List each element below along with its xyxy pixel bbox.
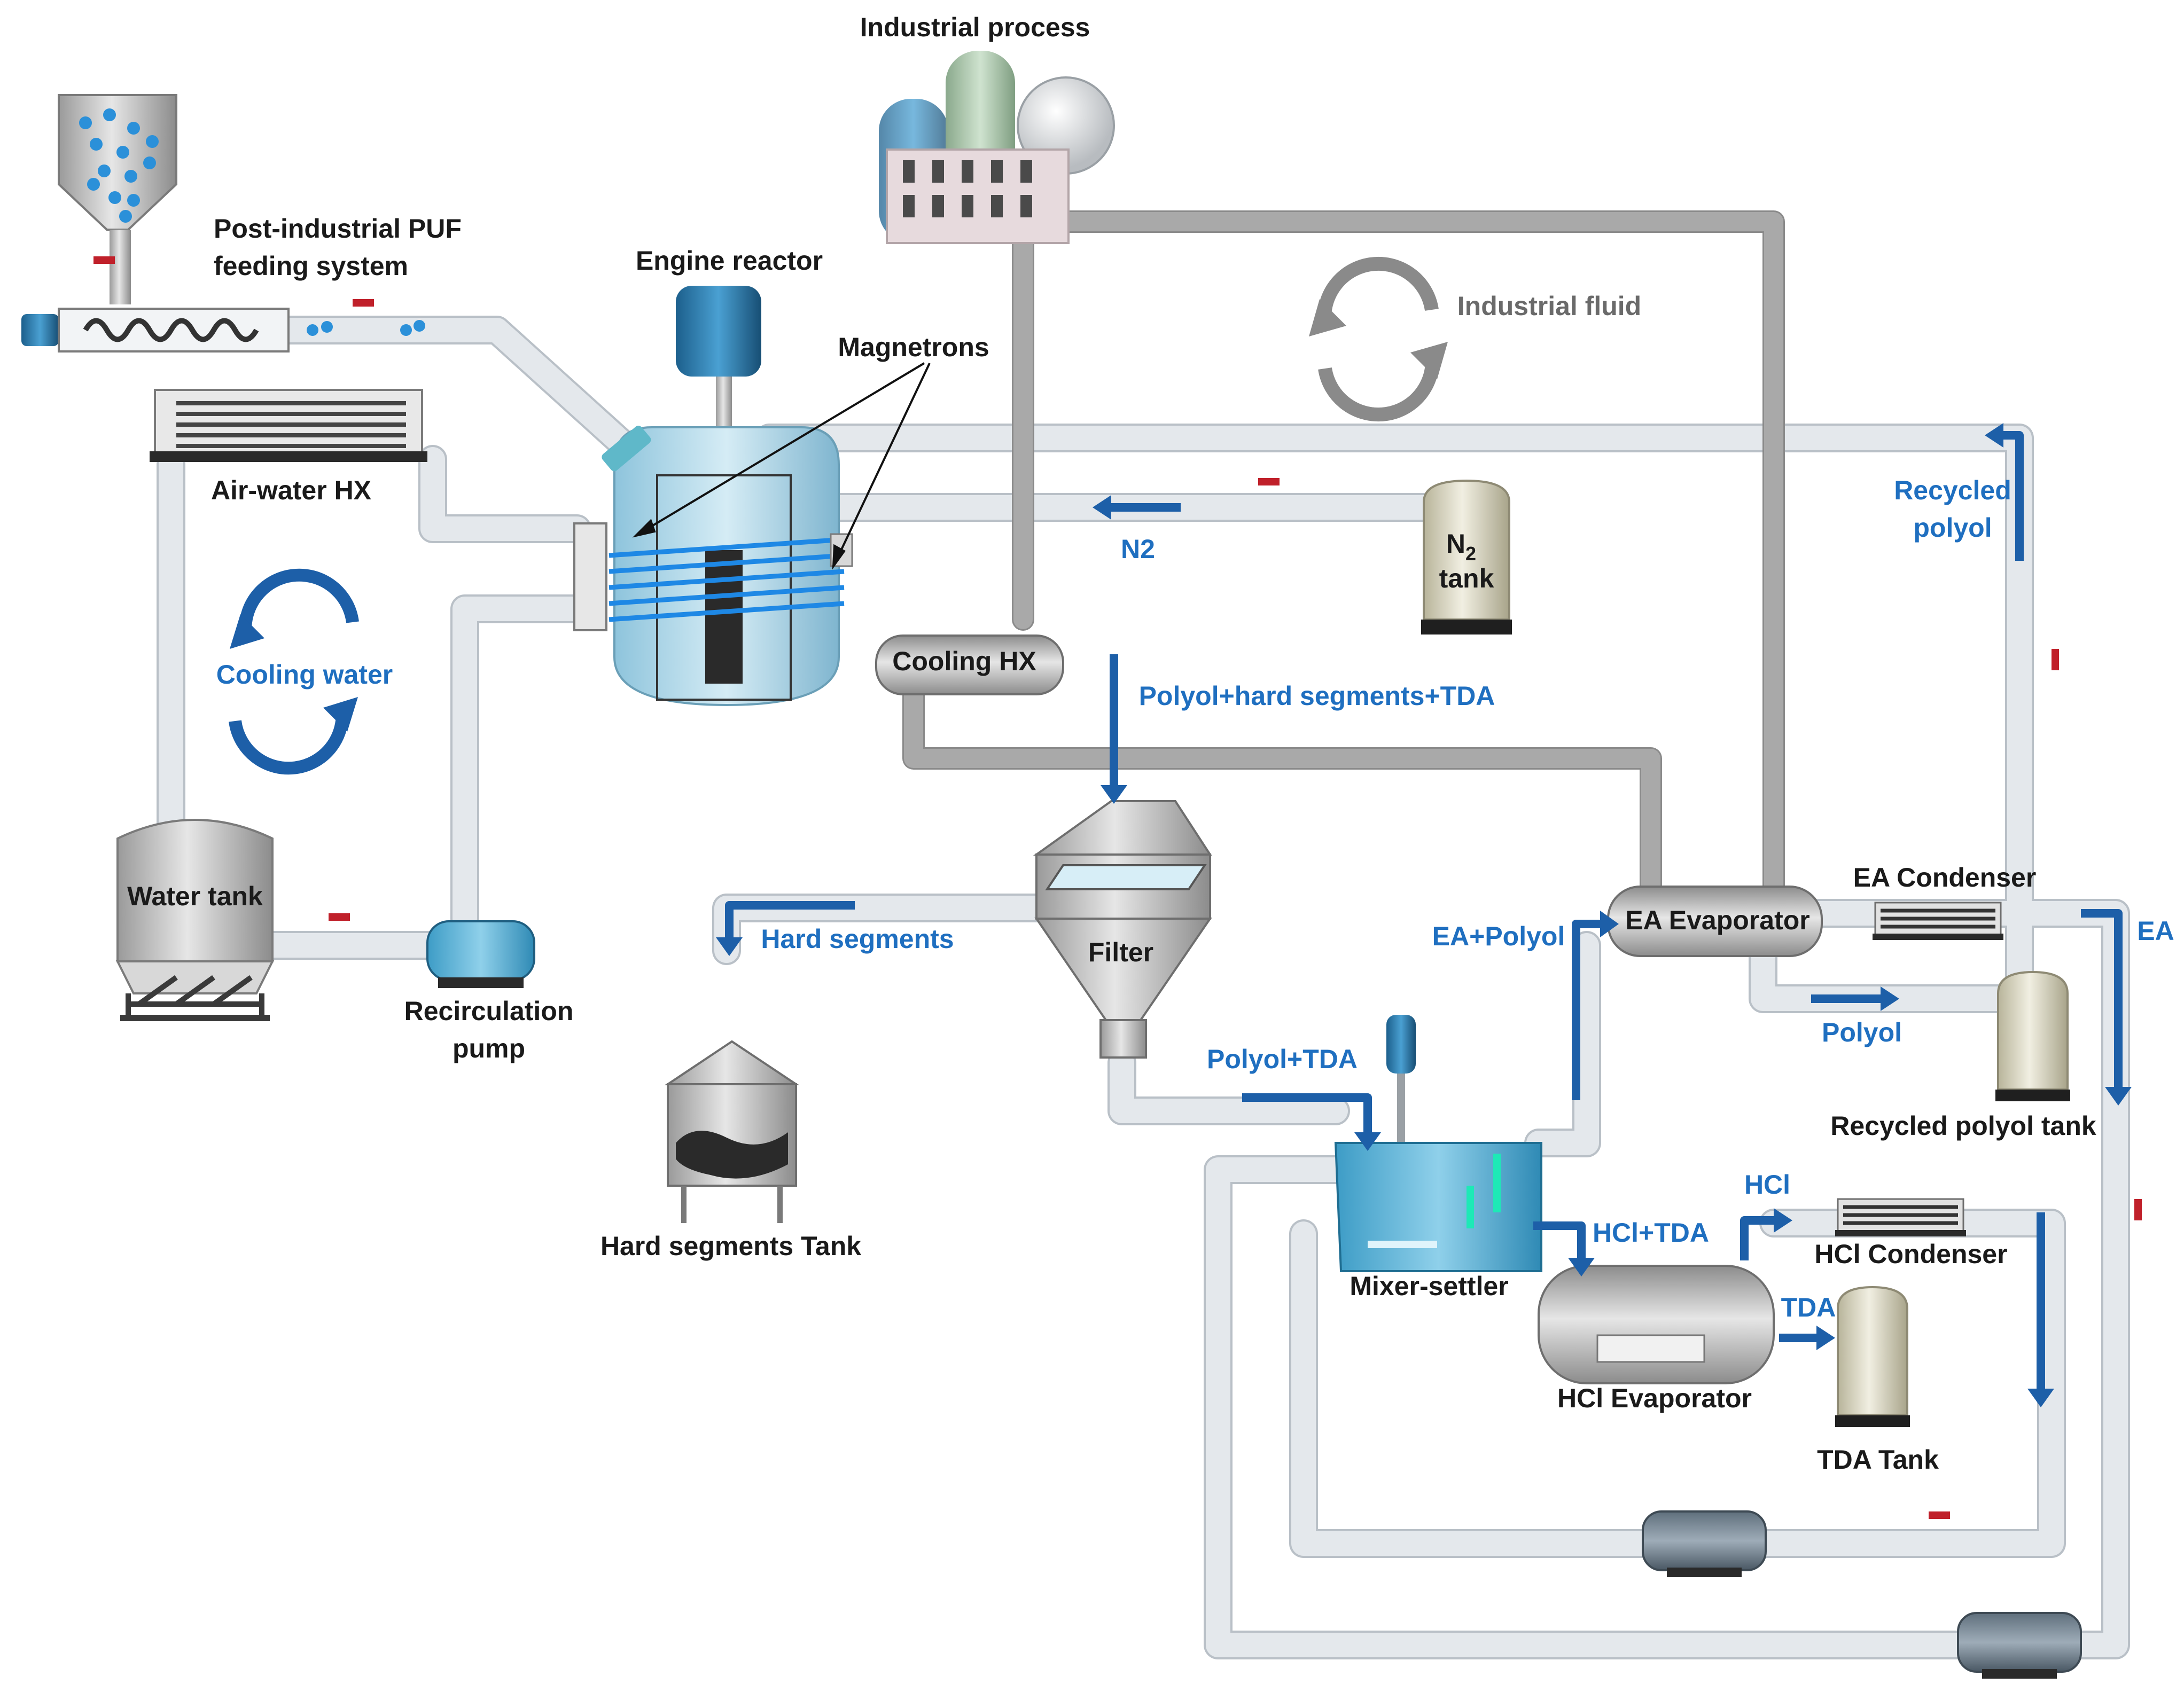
valves xyxy=(93,256,2142,1519)
industrial-process-plant xyxy=(879,51,1115,244)
bottom-pump-1 xyxy=(1642,1510,1767,1577)
recycled-polyol-tank xyxy=(1995,970,2070,1101)
label-filter: Filter xyxy=(1088,937,1153,967)
label-polyol-hard-segments-tda: Polyol+hard segments+TDA xyxy=(1139,681,1495,711)
label-engine-reactor: Engine reactor xyxy=(636,246,823,276)
water-tank xyxy=(115,819,275,1021)
label-n2-tank-line1: N2 xyxy=(1446,529,1476,565)
industrial-fluid-pipes xyxy=(902,210,1785,903)
label-industrial-process: Industrial process xyxy=(860,12,1090,42)
label-polyol: Polyol xyxy=(1822,1017,1902,1047)
label-recycled-polyol-line2: polyol xyxy=(1913,513,1992,543)
label-tda: TDA xyxy=(1781,1292,1836,1322)
label-ea-evaporator: EA Evaporator xyxy=(1625,905,1809,935)
label-recycled-polyol-line1: Recycled xyxy=(1894,475,2011,505)
air-water-hx xyxy=(150,389,427,462)
flow-arrows xyxy=(716,423,2132,1407)
bottom-pump-2 xyxy=(1957,1612,2082,1679)
label-polyol-tda: Polyol+TDA xyxy=(1207,1044,1358,1074)
label-air-water-hx: Air-water HX xyxy=(211,475,371,505)
label-hcl: HCl xyxy=(1744,1170,1790,1200)
label-recirculation-pump-line1: Recirculation xyxy=(404,996,574,1026)
label-magnetrons: Magnetrons xyxy=(838,332,989,362)
label-mixer-settler: Mixer-settler xyxy=(1350,1271,1508,1301)
label-hard-segments: Hard segments xyxy=(761,924,954,954)
label-hard-segments-tank: Hard segments Tank xyxy=(600,1231,861,1261)
puf-feeding-system xyxy=(21,94,425,352)
label-ea-polyol: EA+Polyol xyxy=(1432,921,1565,951)
tda-tank xyxy=(1835,1286,1910,1427)
filter xyxy=(1033,800,1212,1059)
label-ea-condenser: EA Condenser xyxy=(1853,863,2037,892)
equipment-labels: Industrial process Post-industrial PUF f… xyxy=(127,12,2096,1475)
hard-segments-tank xyxy=(664,1040,800,1223)
stream-labels: Industrial fluid Cooling water N2 Polyol… xyxy=(216,291,2174,1322)
label-cooling-hx: Cooling HX xyxy=(892,646,1036,676)
hcl-condenser xyxy=(1835,1198,1966,1236)
cooling-hx xyxy=(875,634,1064,695)
recirculation-pump xyxy=(426,920,535,988)
mixer-settler xyxy=(1334,1015,1542,1272)
hcl-evaporator xyxy=(1538,1265,1775,1384)
label-hcl-evaporator: HCl Evaporator xyxy=(1557,1383,1752,1413)
engine-reactor xyxy=(573,286,853,707)
industrial-fluid-cycle-icon xyxy=(1309,256,1448,422)
label-hcl-tda: HCl+TDA xyxy=(1593,1218,1709,1248)
label-recirculation-pump-line2: pump xyxy=(453,1033,525,1063)
magnetrons-pointer-lines xyxy=(632,362,931,570)
label-feeding-system-line1: Post-industrial PUF xyxy=(214,214,462,244)
label-industrial-fluid: Industrial fluid xyxy=(1457,291,1641,321)
label-n2: N2 xyxy=(1121,534,1155,564)
label-cooling-water: Cooling water xyxy=(216,660,393,690)
cooling-water-cycle-icon xyxy=(229,568,359,775)
label-hcl-condenser: HCl Condenser xyxy=(1814,1239,2007,1269)
label-ea: EA xyxy=(2137,916,2174,946)
n2-tank xyxy=(1421,479,1512,634)
ea-condenser xyxy=(1873,902,2003,940)
label-n2-tank-line2: tank xyxy=(1439,563,1494,593)
label-feeding-system-line2: feeding system xyxy=(214,251,408,281)
label-recycled-polyol-tank: Recycled polyol tank xyxy=(1830,1111,2096,1141)
label-tda-tank: TDA Tank xyxy=(1817,1445,1939,1475)
label-water-tank: Water tank xyxy=(127,881,263,911)
